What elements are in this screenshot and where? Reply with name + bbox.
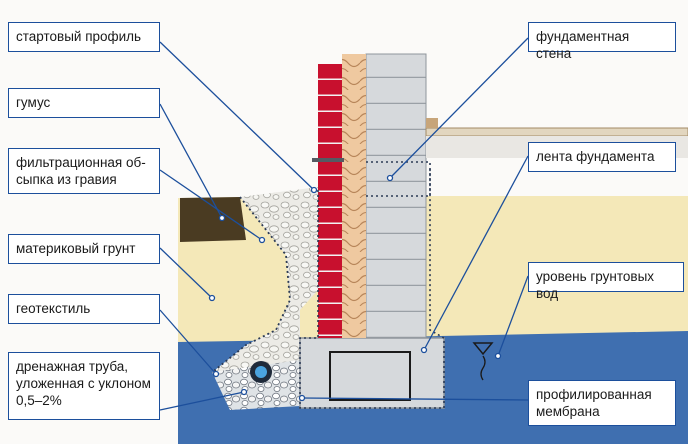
humus-layer [180,197,246,242]
floor-slab [425,127,688,137]
groundwater-marker-wave [480,355,486,381]
label-geotextile: геотекстиль [8,294,160,324]
brick-cladding-upper [318,64,342,160]
label-foundation-strip: лента фундамента [528,142,676,172]
label-profiled-membrane: профилированная мембрана [528,380,676,426]
dot-foundation-strip [420,346,428,354]
leader-geotextile [159,309,217,375]
leader-humus [159,103,223,219]
label-foundation-wall: фундаментная стена [528,22,676,61]
geotextile-line [213,196,291,405]
leader-native-soil [159,247,213,299]
drainage-stones [212,360,300,410]
floor-skirting [426,118,438,128]
footing-reinforcement [329,351,411,401]
groundwater-marker [472,342,494,356]
leader-starter-profile [159,41,315,191]
dot-geotextile [212,370,220,378]
drain-pipe-inner [255,366,267,378]
label-native-soil: материковый грунт [8,234,160,264]
dot-humus [218,214,226,222]
leader-gravel-fill [159,169,263,241]
leader-groundwater [497,275,529,357]
dot-foundation-wall [386,174,394,182]
gravel-fill [215,187,318,405]
label-humus: гумус [8,88,160,118]
dot-gravel-fill [258,236,266,244]
dot-starter-profile [310,186,318,194]
brick-cladding-lower [318,162,342,338]
dot-native-soil [208,294,216,302]
foundation-footing [299,337,445,409]
label-drain-pipe: дренажная труба, уложенная с уклоном 0,5… [8,352,160,420]
label-groundwater-level: уровень грунтовых вод [528,262,684,301]
dot-membrane [298,394,306,402]
dot-drain-pipe [240,388,248,396]
leader-membrane [301,397,529,401]
dot-groundwater [494,352,502,360]
leader-drain-pipe [159,391,245,411]
starter-profile-ledge [312,158,344,162]
label-starter-profile: стартовый профиль [8,22,160,52]
insulation-layer [342,54,366,338]
leader-foundation-strip [423,155,529,351]
label-gravel-fill: фильтрационная об- сыпка из гравия [8,148,160,194]
membrane-line [299,168,445,409]
membrane-top [366,161,431,197]
leader-foundation-wall [389,37,529,179]
